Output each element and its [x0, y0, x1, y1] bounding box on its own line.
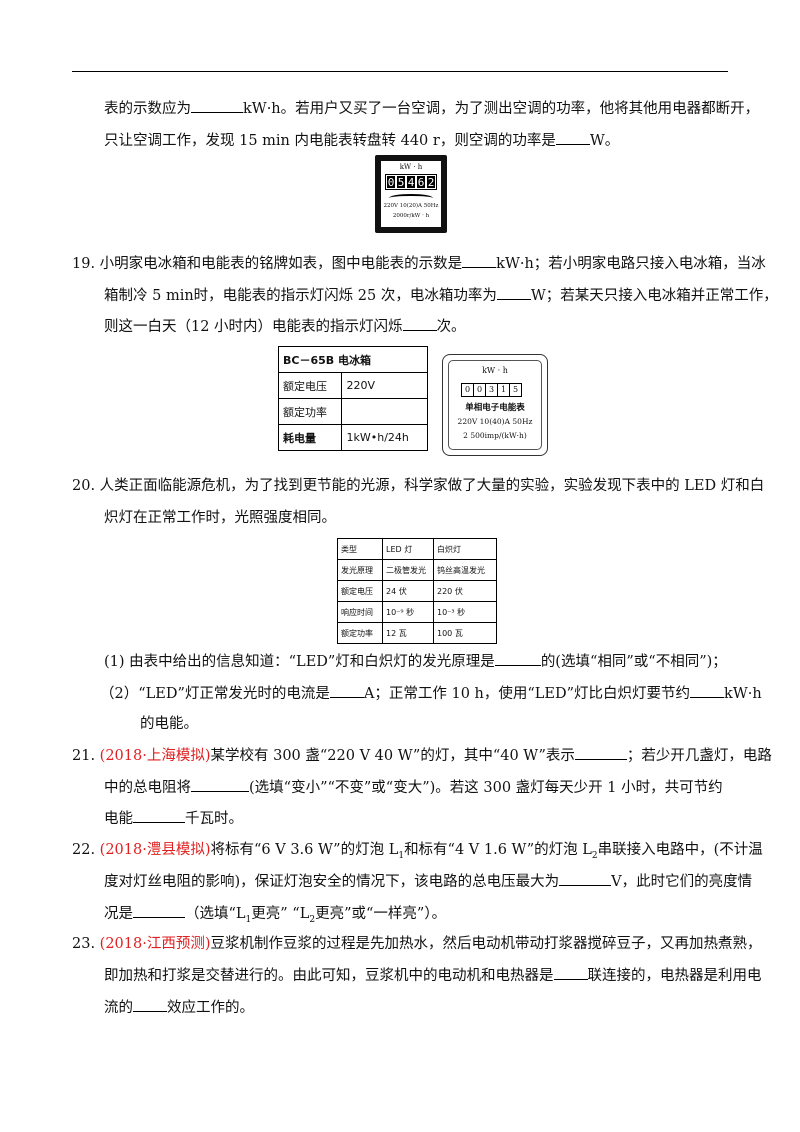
table-cell: 10⁻⁹ 秒: [382, 601, 434, 623]
source-tag: (2018·上海模拟): [99, 748, 211, 764]
table-cell: 耗电量: [277, 424, 343, 451]
table-header: 类型: [337, 538, 383, 560]
q20-line2: 炽灯在正常工作时，光照强度相同。: [104, 510, 336, 526]
q20-line1: 20. 人类正面临能源危机，为了找到更节能的光源，科学家做了大量的实验，实验发现…: [72, 478, 765, 494]
table-cell: 12 瓦: [382, 622, 434, 644]
table-cell: 响应时间: [337, 601, 383, 623]
q19-line3: 则这一白天（12 小时内）电能表的指示灯闪烁次。: [104, 316, 466, 337]
q22-line1: 22. (2018·澧县模拟)将标有“6 V 3.6 W”的灯泡 L1和标有“4…: [72, 842, 763, 861]
table-cell: 220 伏: [433, 580, 497, 602]
meter-constant: 2 500imp/(kW·h): [463, 431, 527, 440]
meter-constant: 2000r/kW · h: [392, 213, 430, 219]
table-cell: 额定功率: [337, 622, 383, 644]
q22-line3: 况是（选填“L1更亮” “L2更亮”或“一样亮”）。: [104, 903, 446, 930]
fridge-title: BC－65B 电冰箱: [278, 346, 428, 373]
table-cell: 发光原理: [337, 559, 383, 581]
meter-dial: [389, 194, 433, 202]
q23-line1: 23. (2018·江西预测)豆浆机制作豆浆的过程是先加热水，然后电动机带动打浆…: [72, 936, 762, 952]
meter-name: 单相电子电能表: [465, 403, 525, 413]
table-cell: 24 伏: [382, 580, 434, 602]
q23-line2: 即加热和打浆是交替进行的。由此可知，豆浆机中的电动机和电热器是联连接的，电热器是…: [104, 965, 762, 986]
table-cell: 100 瓦: [433, 622, 497, 644]
meter-unit: kW · h: [482, 366, 508, 375]
source-tag: (2018·澧县模拟): [99, 842, 211, 858]
table-cell: 1kW•h/24h: [341, 424, 428, 451]
table-header: 白炽灯: [433, 538, 497, 560]
table-header: LED 灯: [382, 538, 434, 560]
q21-line2: 中的总电阻将(选填“变小”“不变”或“变大”)。若这 300 盏灯每天少开 1 …: [104, 777, 723, 798]
table-cell: 220V: [341, 372, 428, 399]
table-cell: 额定功率: [277, 398, 343, 425]
table-cell: 10⁻³ 秒: [433, 601, 497, 623]
q21-line1: 21. (2018·上海模拟)某学校有 300 盏“220 V 40 W”的灯，…: [72, 745, 772, 766]
table-cell: 额定电压: [337, 580, 383, 602]
table-cell: 钨丝高温发光: [433, 559, 497, 581]
meter-spec: 220V 10(20)A 50Hz: [383, 203, 439, 209]
source-tag: (2018·江西预测): [99, 936, 211, 952]
table-cell: [341, 398, 428, 425]
q21-line3: 电能千瓦时。: [104, 808, 243, 829]
table-cell: 额定电压: [277, 372, 343, 399]
meter-spec: 220V 10(40)A 50Hz: [457, 417, 533, 426]
q20-sub1: (1) 由表中给出的信息知道：“LED”灯和白炽灯的发光原理是的(选填“相同”或…: [104, 651, 727, 672]
table-cell: 二极管发光: [382, 559, 434, 581]
q20-sub2-cont: 的电能。: [140, 716, 198, 732]
q23-line3: 流的效应工作的。: [104, 997, 254, 1018]
meter-unit: kW · h: [399, 163, 423, 171]
header-rule: [72, 71, 728, 72]
